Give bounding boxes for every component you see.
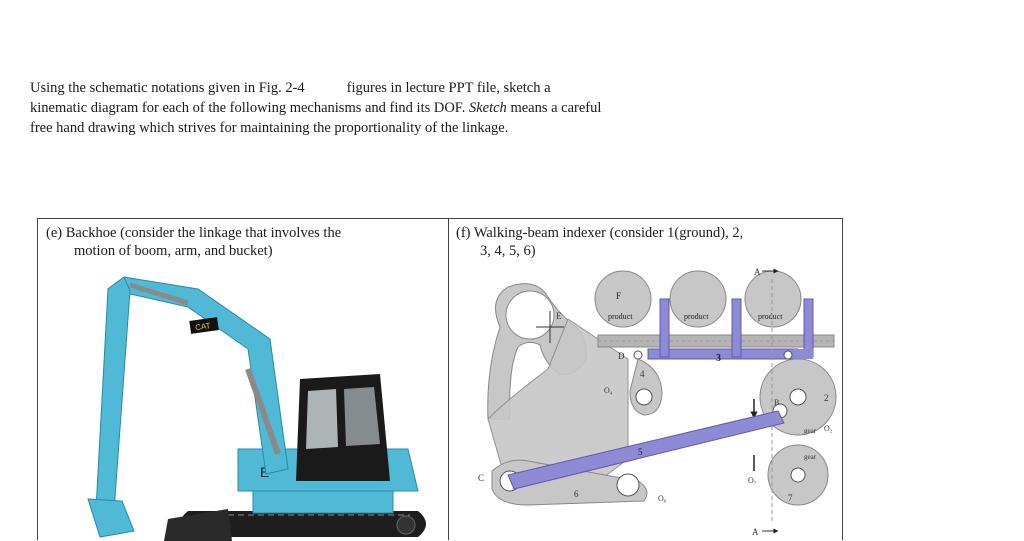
product-1	[594, 270, 652, 328]
label-4: 4	[640, 369, 645, 379]
svg-text:E: E	[260, 464, 269, 480]
instruction-line3: free hand drawing which strives for main…	[30, 120, 509, 136]
link-5	[507, 410, 785, 490]
product-label-2: product	[684, 312, 709, 321]
instruction-part1: Using the schematic notations given in F…	[30, 80, 305, 96]
walking-beam-illustration: E product product product F D 3	[478, 267, 837, 537]
product-label-3: product	[758, 312, 783, 321]
panel-backhoe: E CAT (e) Backhoe (consider the linkage …	[38, 219, 449, 541]
instruction-line2-start: kinematic diagram for each of the follow…	[30, 100, 469, 116]
figure-table: E CAT (e) Backhoe (consider the linkage …	[37, 218, 843, 541]
label-o7: O₇	[748, 476, 757, 485]
brand-badge	[189, 317, 219, 334]
caption-backhoe-line2: motion of boom, arm, and bucket)	[74, 243, 273, 259]
label-5: 5	[638, 447, 643, 457]
bucket	[87, 498, 135, 538]
arm	[95, 276, 131, 512]
caption-backhoe: (e) Backhoe (consider the linkage that i…	[46, 224, 341, 260]
product-label-1: product	[608, 312, 633, 321]
boom	[106, 276, 289, 475]
crank-4	[629, 358, 663, 416]
product-2	[669, 270, 727, 328]
gear-label-lower: gear	[804, 453, 817, 461]
caption-walking-beam-line2: 3, 4, 5, 6)	[480, 243, 536, 259]
walking-beam	[647, 348, 799, 360]
section-label-bottom: A	[752, 527, 759, 537]
instruction-line2-end: means a careful	[506, 100, 602, 116]
section-label-top: A	[754, 267, 761, 277]
label-7: 7	[788, 493, 793, 503]
gear-label-upper: gear	[804, 427, 817, 435]
crawler-track	[180, 511, 426, 537]
instruction-sketch-word: Sketch	[468, 100, 507, 116]
backhoe-illustration: E CAT	[87, 276, 426, 541]
label-o4: O₄	[604, 386, 613, 395]
label-o6: O₆	[658, 494, 667, 503]
dozer-blade	[164, 509, 232, 541]
instruction-part2: figures in lecture PPT file, sketch a	[346, 80, 551, 96]
label-6: 6	[574, 489, 579, 499]
label-2: 2	[824, 393, 829, 403]
brand-badge-text: CAT	[195, 321, 212, 332]
label-f: F	[616, 291, 621, 301]
caption-walking-beam: (f) Walking-beam indexer (consider 1(gro…	[456, 224, 743, 260]
label-b: B	[774, 398, 779, 407]
caption-backhoe-line1: (e) Backhoe (consider the linkage that i…	[46, 225, 342, 241]
label-o2: O₂	[824, 424, 833, 433]
label-3: 3	[716, 353, 721, 364]
label-e: E	[556, 311, 562, 321]
instruction-text: Using the schematic notations given in F…	[30, 78, 790, 138]
label-c: C	[478, 473, 484, 483]
panel-walking-beam: E product product product F D 3	[448, 219, 842, 540]
label-d: D	[618, 351, 625, 361]
caption-walking-beam-line1: (f) Walking-beam indexer (consider 1(gro…	[456, 225, 744, 241]
